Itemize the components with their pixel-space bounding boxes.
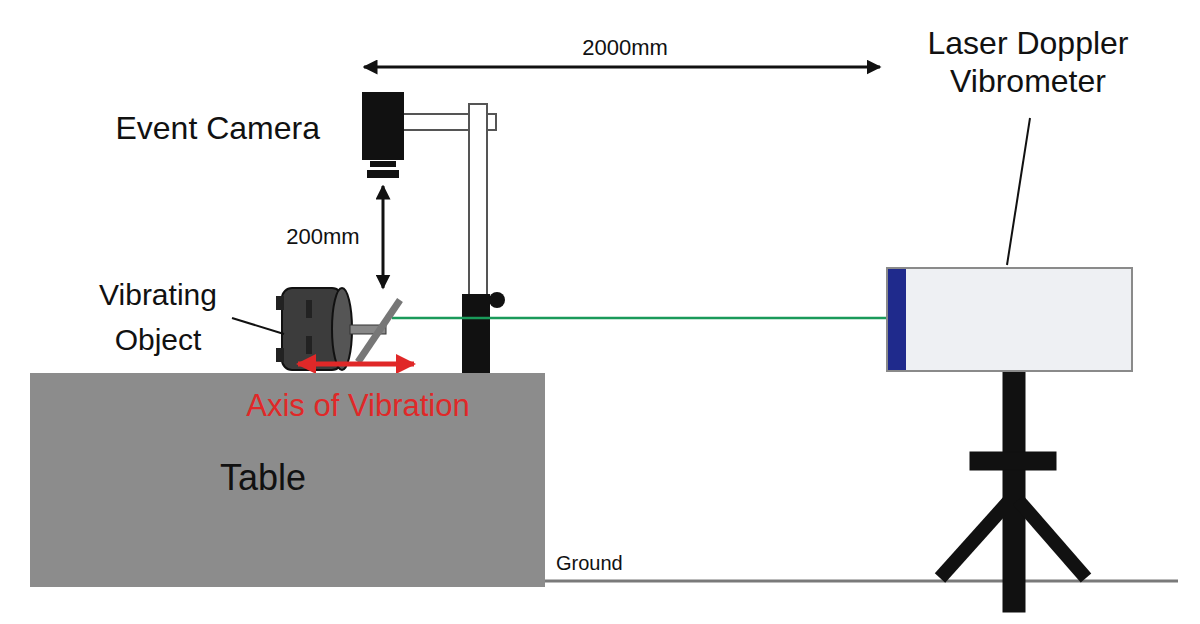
axis-label: Axis of Vibration [246,388,469,424]
lens-strip [888,269,906,370]
vibrating-object [276,288,400,370]
vibration-axis-arrow [298,362,414,367]
camera-body [362,92,404,160]
part-label: Vibrating Object [73,272,243,362]
dimension-arrow [382,186,385,288]
dimension-arrow [364,66,880,69]
part-label: Event Camera [115,110,320,147]
vibrometer-box: Laser Doppler Vibrometer [886,267,1133,372]
stand-pole [469,104,487,298]
tripod [940,370,1086,612]
table-label: Table [220,457,306,498]
camera-lens [370,161,396,167]
device-label: Laser Doppler Vibrometer [878,24,1178,101]
laser-beam [392,317,888,320]
stand-base [462,294,490,374]
ground-label: Ground [556,552,623,575]
dimension-label: 200mm [283,224,362,249]
leader-line [1007,118,1030,265]
stand-knob [489,292,505,308]
dimension-label: 2000mm [579,35,671,60]
camera-lens [367,170,399,178]
leader-line [232,318,284,334]
